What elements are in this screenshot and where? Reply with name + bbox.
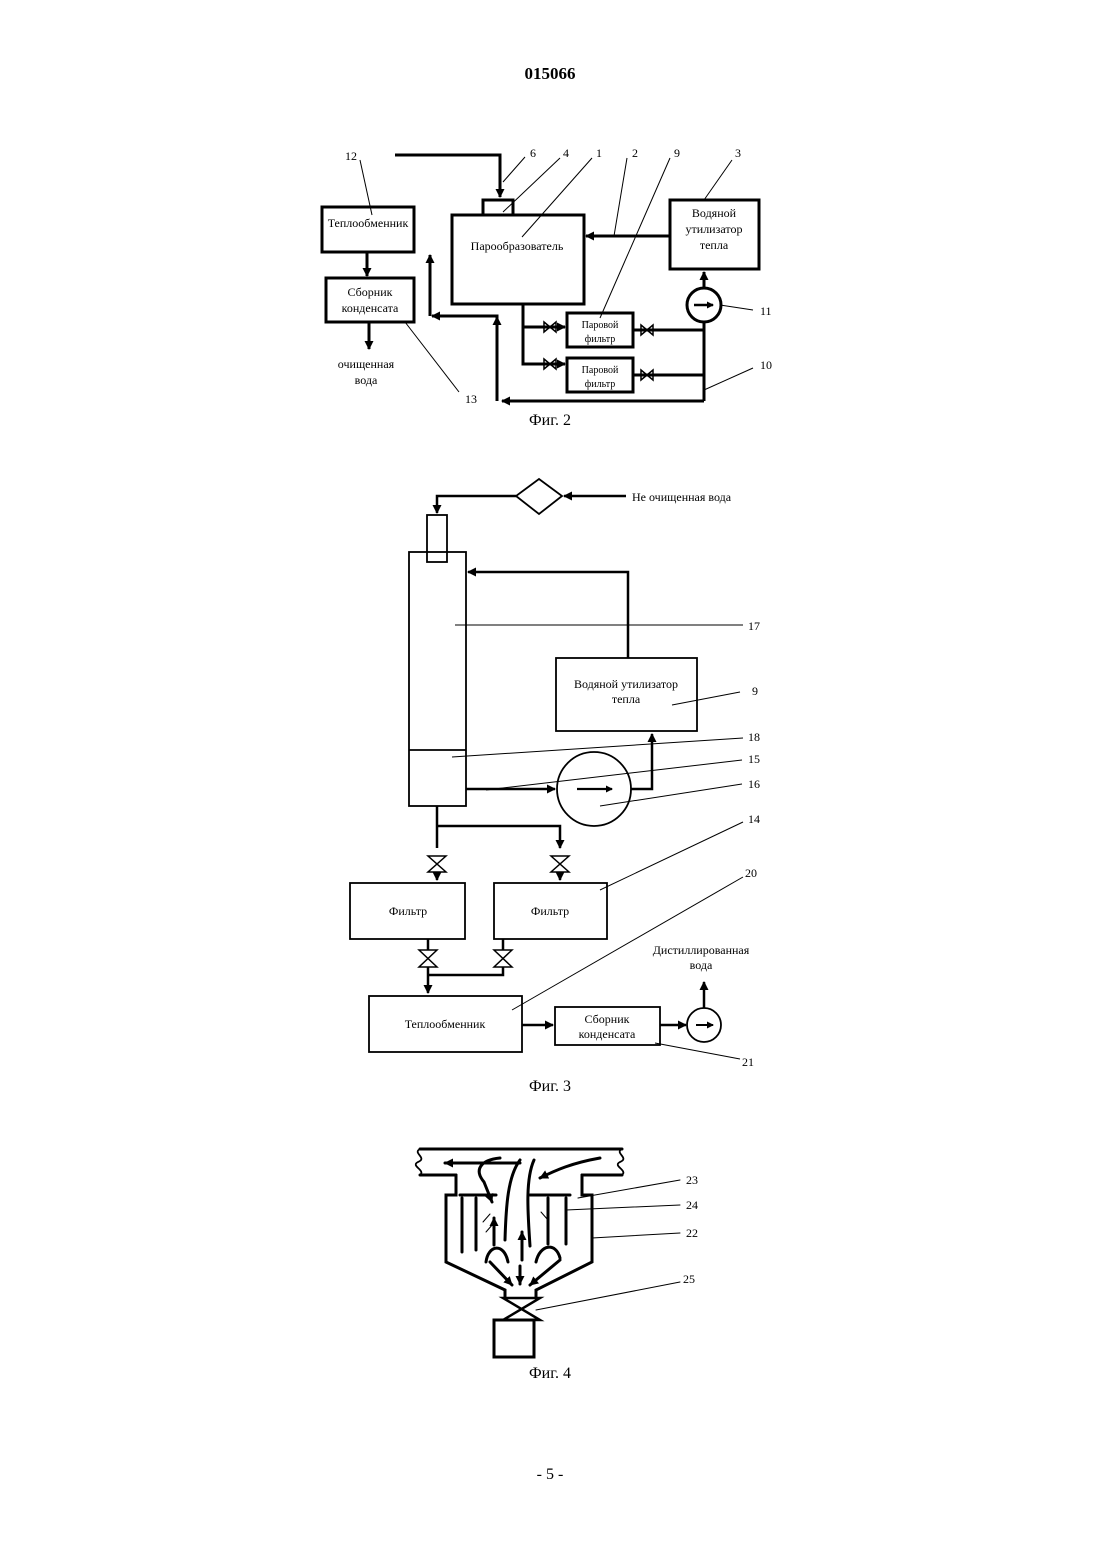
fig4-flow-arrow-exit-1 — [490, 1262, 512, 1285]
fig2-output-label-1: очищенная — [338, 357, 395, 371]
fig3-ref-21: 21 — [742, 1055, 754, 1069]
fig3-heat-exchanger-label: Теплообменник — [405, 1017, 486, 1031]
fig2-ref-6: 6 — [530, 146, 536, 160]
fig2-inlet-nozzle — [483, 200, 513, 215]
fig2-steam-generator-label: Парообразователь — [471, 239, 564, 253]
fig4-pipe-break-right — [618, 1149, 624, 1175]
fig3-filter-2-label: Фильтр — [531, 904, 569, 918]
fig2-filter-2-label-1: Паровой — [582, 365, 619, 376]
fig2-ref-9: 9 — [674, 146, 680, 160]
fig3-caption: Фиг. 3 — [529, 1078, 571, 1095]
fig3-top-nozzle — [427, 515, 447, 562]
fig2-ref-11: 11 — [760, 304, 772, 318]
fig2-filter-1-label-2: фильтр — [585, 334, 616, 345]
fig3-ref-14: 14 — [748, 812, 760, 826]
fig4-hatch-2 — [486, 1224, 493, 1232]
fig3-ref-18: 18 — [748, 730, 760, 744]
fig3-leader-21 — [655, 1043, 740, 1059]
fig4-receiver-vessel — [494, 1320, 534, 1357]
fig3-leader-14 — [600, 822, 743, 890]
figure-3 — [350, 479, 743, 1059]
fig2-ref-13: 13 — [465, 392, 477, 406]
fig2-recovery-label-2: утилизатор — [686, 222, 743, 236]
fig2-leader-11 — [720, 305, 753, 310]
fig3-diamond-meter — [516, 479, 562, 514]
fig3-leader-9 — [672, 692, 740, 705]
fig2-collector-label-1: Сборник — [348, 285, 393, 299]
fig2-recovery-label-1: Водяной — [692, 206, 737, 220]
fig3-ref-9: 9 — [752, 684, 758, 698]
fig2-ref-2: 2 — [632, 146, 638, 160]
fig2-ref-12: 12 — [345, 149, 357, 163]
fig3-leader-16 — [600, 784, 742, 806]
fig3-branch-right — [437, 826, 560, 848]
fig3-recovery-to-column — [468, 572, 628, 658]
fig3-valve-1 — [428, 856, 446, 872]
fig2-ref-10: 10 — [760, 358, 772, 372]
fig3-raw-water-label: Не очищенная вода — [632, 490, 732, 504]
fig4-leader-22 — [592, 1233, 680, 1238]
fig2-collector-label-2: конденсата — [342, 301, 399, 315]
fig3-distilled-label-1: Дистиллированная — [653, 943, 750, 957]
fig4-ref-22: 22 — [686, 1226, 698, 1240]
fig3-merge-line — [428, 967, 503, 975]
fig2-ref-1: 1 — [596, 146, 602, 160]
figure-4 — [416, 1149, 680, 1357]
fig2-steam-generator-box — [452, 215, 584, 304]
fig2-leader-1 — [522, 158, 592, 237]
fig3-pump-to-recovery — [631, 734, 652, 789]
fig2-caption: Фиг. 2 — [529, 412, 571, 429]
fig3-ref-16: 16 — [748, 777, 760, 791]
fig4-ref-23: 23 — [686, 1173, 698, 1187]
fig4-flow-loop-1 — [486, 1248, 508, 1262]
fig3-recovery-label-2: тепла — [612, 692, 641, 706]
fig3-leader-18 — [452, 738, 743, 757]
fig4-leader-23 — [578, 1180, 680, 1198]
fig4-caption: Фиг. 4 — [529, 1365, 571, 1382]
page-footer-number: - 5 - — [0, 1466, 1100, 1484]
fig3-valve-4 — [494, 950, 512, 967]
fig4-hatch-1 — [483, 1214, 490, 1222]
fig3-column — [409, 552, 466, 806]
fig4-flow-curve-2 — [528, 1160, 534, 1246]
fig2-ref-4: 4 — [563, 146, 569, 160]
fig3-recovery-label-1: Водяной утилизатор — [574, 677, 678, 691]
fig3-to-column — [437, 496, 516, 513]
fig3-leader-15 — [486, 760, 742, 790]
fig2-leader-13 — [405, 322, 459, 392]
fig3-collector-label-2: конденсата — [579, 1027, 636, 1041]
fig3-ref-17: 17 — [748, 619, 760, 633]
fig4-valve — [503, 1298, 540, 1320]
fig2-filter-2-label-2: фильтр — [585, 379, 616, 390]
fig4-leader-24 — [566, 1205, 680, 1210]
fig4-flow-curve-1 — [505, 1160, 520, 1240]
fig2-feed-line — [395, 155, 500, 197]
fig4-housing-right — [536, 1175, 592, 1298]
fig2-leader-10 — [704, 368, 753, 390]
fig2-riser-to-hx — [432, 316, 497, 401]
fig3-filter-1-label: Фильтр — [389, 904, 427, 918]
fig2-leader-9 — [600, 158, 670, 318]
fig2-leader-3 — [704, 160, 732, 200]
fig4-pipe-break-left — [416, 1149, 422, 1175]
fig3-valve-2 — [551, 856, 569, 872]
fig4-leader-25 — [536, 1282, 680, 1310]
fig4-ref-24: 24 — [686, 1198, 698, 1212]
fig3-ref-15: 15 — [748, 752, 760, 766]
fig2-recovery-label-3: тепла — [700, 238, 729, 252]
fig4-flow-loop-2 — [536, 1247, 560, 1262]
fig3-valve-3 — [419, 950, 437, 967]
figure-4-text: 23 24 22 25 Фиг. 4 — [529, 1173, 698, 1382]
fig2-heat-exchanger-label: Теплообменник — [328, 216, 409, 230]
fig3-ref-20: 20 — [745, 866, 757, 880]
fig3-distilled-label-2: вода — [690, 958, 713, 972]
fig2-output-label-2: вода — [355, 373, 378, 387]
fig2-leader-6 — [503, 157, 525, 182]
fig2-leader-2 — [614, 158, 627, 236]
fig2-filter-1-label-1: Паровой — [582, 320, 619, 331]
fig2-ref-3: 3 — [735, 146, 741, 160]
fig4-ref-25: 25 — [683, 1272, 695, 1286]
fig3-collector-label-1: Сборник — [585, 1012, 630, 1026]
